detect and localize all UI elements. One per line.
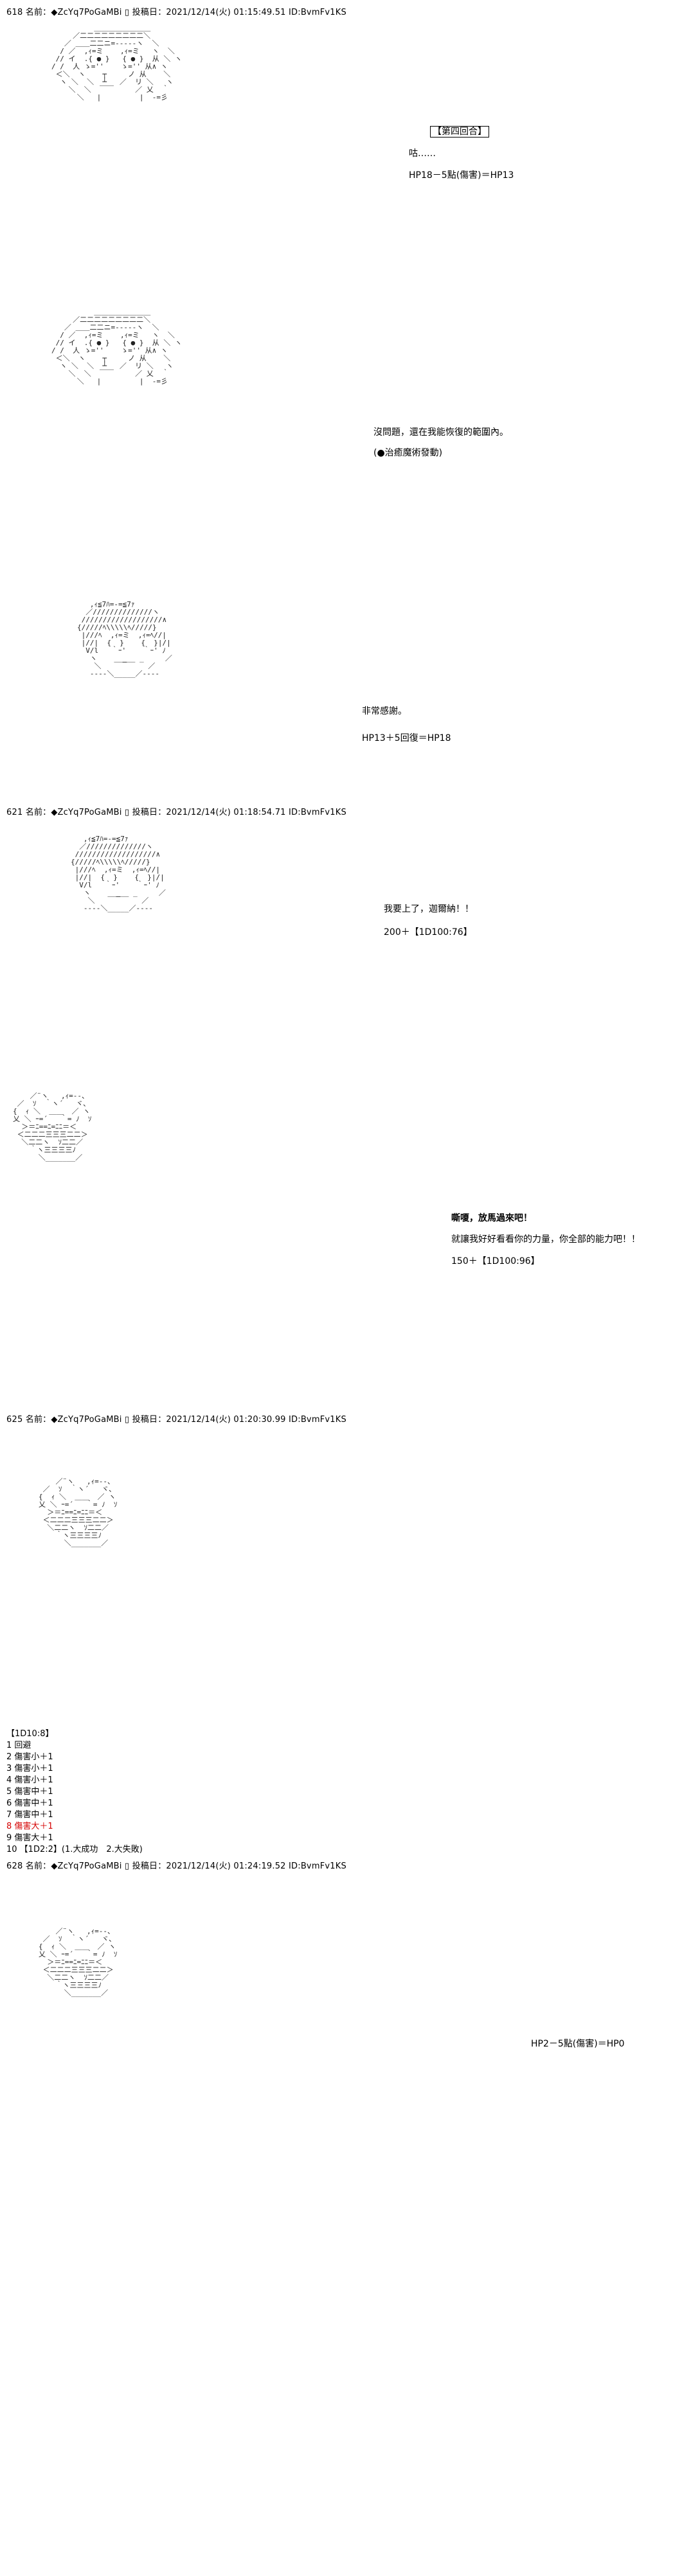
dialogue-line: 非常感謝。 — [362, 706, 407, 716]
roll-table: 【1D10:8】 1 回避 2 傷害小＋1 3 傷害小＋1 4 傷害小＋1 5 … — [6, 1728, 143, 1856]
ascii-art-warrior-2: ,ｨ≦7ﾊ=-=≦7ｧ ／//////////////ヽ ///////////… — [71, 835, 166, 912]
roll-table-item-selected: 8 傷害大＋1 — [6, 1822, 53, 1831]
ascii-art-knight-1: ＿＿＿＿＿＿＿＿ ／二二二二二二二二二＼ ／ ＿＿二二ニ=-‐‐‐‐ヽ ＼ / … — [51, 24, 182, 102]
roll-table-item: 4 傷害小＋1 — [6, 1775, 53, 1785]
post-header-625: 625 名前：◆ZcYq7PoGaMBi ▯ 投稿日：2021/12/14(火)… — [6, 1415, 346, 1425]
roll-table-item: 1 回避 — [6, 1741, 31, 1750]
roll-table-item: 9 傷害大＋1 — [6, 1833, 53, 1843]
action-line: (●治癒魔術發動) — [373, 448, 443, 458]
dialogue-line: 就讓我好好看看你的力量，你全部的能力吧！！ — [451, 1234, 640, 1245]
roll-table-item: 10 【1D2:2】(1.大成功 2.大失敗) — [6, 1845, 143, 1854]
hp-line: HP13＋5回復＝HP18 — [362, 733, 451, 743]
roll-line: 200＋【1D100:76】 — [384, 927, 472, 937]
ascii-art-knight-2: ＿＿＿＿＿＿＿＿ ／二二二二二二二二二＼ ／ ＿＿二二ニ=-‐‐‐‐ヽ ＼ / … — [51, 308, 182, 386]
roll-line: 150＋【1D100:96】 — [451, 1256, 540, 1266]
ascii-art-battle-2: ／¨ヽ ,ｨ=‐-、 ／ ｿ ｀ヽ´ ヾ、 { ｨ ＼ ＿＿ ／ ヽ 乂 ＼ ｰ… — [39, 1477, 118, 1547]
dialogue-line: 我要上了，迦爾納！！ — [384, 904, 474, 914]
dialogue-line: 咕…… — [409, 148, 436, 159]
post-header-628: 628 名前：◆ZcYq7PoGaMBi ▯ 投稿日：2021/12/14(火)… — [6, 1861, 346, 1871]
round-label: 【第四回合】 — [430, 125, 489, 138]
post-header-621: 621 名前：◆ZcYq7PoGaMBi ▯ 投稿日：2021/12/14(火)… — [6, 808, 346, 817]
hp-line: HP2－5點(傷害)＝HP0 — [531, 2039, 625, 2049]
roll-table-item: 3 傷害小＋1 — [6, 1764, 53, 1773]
ascii-art-battle-1: ／¨ヽ ,ｨ=‐-、 ／ ｿ ｀ヽ´ ヾ、 { ｨ ＼ ＿＿ ／ ヽ 乂 ＼ ｰ… — [13, 1092, 92, 1162]
ascii-art-warrior-1: ,ｨ≦7ﾊ=-=≦7ｧ ／//////////////ヽ ///////////… — [77, 600, 172, 678]
roll-table-item: 5 傷害中＋1 — [6, 1787, 53, 1797]
ascii-art-battle-3: ／¨ヽ ,ｨ=‐-、 ／ ｿ ｀ヽ´ ヾ、 { ｨ ＼ ＿＿ ／ ヽ 乂 ＼ ｰ… — [39, 1927, 118, 1997]
speaker-line: 嘶嗄，放馬過來吧！ — [451, 1213, 532, 1223]
hp-line: HP18－5點(傷害)＝HP13 — [409, 170, 514, 181]
roll-table-title: 【1D10:8】 — [6, 1729, 54, 1739]
roll-table-item: 6 傷害中＋1 — [6, 1799, 53, 1808]
post-header-618: 618 名前：◆ZcYq7PoGaMBi ▯ 投稿日：2021/12/14(火)… — [6, 8, 346, 17]
roll-table-item: 2 傷害小＋1 — [6, 1752, 53, 1762]
dialogue-line: 沒問題，還在我能恢復的範圍內。 — [373, 427, 508, 438]
roll-table-item: 7 傷害中＋1 — [6, 1810, 53, 1820]
